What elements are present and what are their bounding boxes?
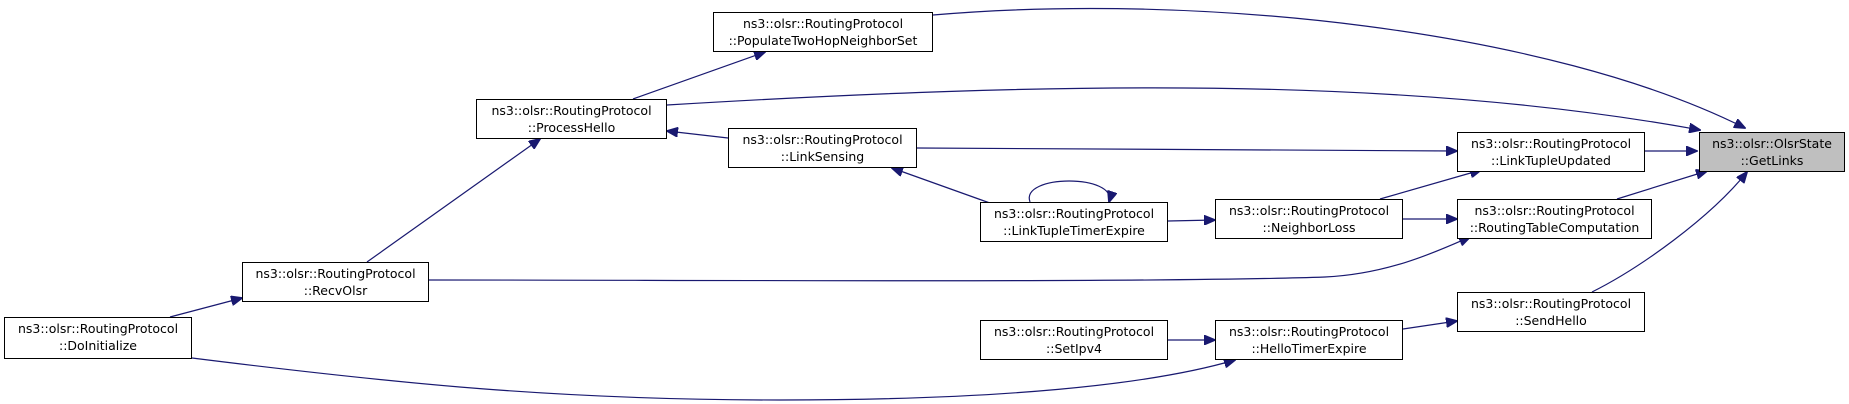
edge-linksensing-to-processhello — [667, 131, 729, 139]
node-line-1: ns3::olsr::RoutingProtocol — [742, 132, 903, 147]
edges — [169, 7, 1747, 401]
node-line-1: ns3::olsr::RoutingProtocol — [1470, 296, 1632, 311]
edge-recvolsr-to-processhello — [366, 139, 540, 263]
edge-hellotimer-to-sendhello — [1402, 321, 1457, 330]
node-line-1: ns3::olsr::RoutingProtocol — [255, 266, 416, 281]
node-line-1: ns3::olsr::RoutingProtocol — [491, 103, 652, 118]
node-line-2: ::PopulateTwoHopNeighborSet — [728, 33, 918, 48]
node-process-hello[interactable]: ns3::olsr::RoutingProtocol ::ProcessHell… — [476, 99, 667, 139]
node-line-2: ::SetIpv4 — [1046, 341, 1102, 356]
edge-linktupletimer-selfloop — [1028, 180, 1109, 202]
edge-populate-to-getlinks — [932, 7, 1745, 128]
node-line-1: ns3::olsr::RoutingProtocol — [17, 321, 179, 336]
node-line-2: ::RecvOlsr — [303, 283, 368, 298]
node-set-ipv4[interactable]: ns3::olsr::RoutingProtocol ::SetIpv4 — [980, 320, 1168, 360]
node-line-1: ns3::olsr::OlsrState — [1712, 136, 1832, 151]
node-line-1: ns3::olsr::RoutingProtocol — [1228, 324, 1390, 339]
edge-routingtable-to-getlinks — [1616, 171, 1707, 200]
node-line-2: ::HelloTimerExpire — [1251, 341, 1367, 356]
node-line-2: ::LinkTupleTimerExpire — [1003, 223, 1145, 238]
node-populate-two-hop-neighbor-set[interactable]: ns3::olsr::RoutingProtocol ::PopulateTwo… — [713, 12, 933, 52]
edge-processhello-to-populate — [632, 52, 765, 100]
node-line-1: ns3::olsr::RoutingProtocol — [1470, 136, 1632, 151]
node-line-1: ns3::olsr::RoutingProtocol — [1228, 203, 1390, 218]
node-hello-timer-expire[interactable]: ns3::olsr::RoutingProtocol ::HelloTimerE… — [1215, 320, 1403, 360]
node-do-initialize[interactable]: ns3::olsr::RoutingProtocol ::DoInitializ… — [4, 317, 192, 359]
node-line-2: ::ProcessHello — [527, 120, 616, 135]
node-line-2: ::LinkSensing — [780, 149, 865, 164]
node-line-2: ::LinkTupleUpdated — [1491, 153, 1611, 168]
node-line-2: ::RoutingTableComputation — [1469, 220, 1640, 235]
edge-recvolsr-to-routingtable — [428, 237, 1470, 282]
edge-linktupletimer-to-neighborloss — [1167, 220, 1215, 221]
node-neighbor-loss[interactable]: ns3::olsr::RoutingProtocol ::NeighborLos… — [1215, 199, 1403, 239]
node-line-2: ::DoInitialize — [58, 338, 137, 353]
node-send-hello[interactable]: ns3::olsr::RoutingProtocol ::SendHello — [1457, 292, 1645, 332]
edge-doinitialize-to-recvolsr — [169, 298, 242, 318]
node-line-1: ns3::olsr::RoutingProtocol — [1474, 203, 1635, 218]
node-olsrstate-getlinks[interactable]: ns3::olsr::OlsrState ::GetLinks — [1699, 132, 1845, 172]
edge-linksensing-to-linktupleupdated — [916, 148, 1457, 151]
node-line-1: ns3::olsr::RoutingProtocol — [993, 324, 1155, 339]
edge-doinitialize-to-hellotimer — [191, 357, 1235, 401]
node-link-sensing[interactable]: ns3::olsr::RoutingProtocol ::LinkSensing — [728, 128, 917, 168]
edge-neighborloss-to-linktupleupdated — [1379, 170, 1481, 200]
node-line-2: ::GetLinks — [1740, 153, 1804, 168]
node-routing-table-computation[interactable]: ns3::olsr::RoutingProtocol ::RoutingTabl… — [1457, 199, 1652, 239]
node-line-1: ns3::olsr::RoutingProtocol — [993, 206, 1155, 221]
node-line-2: ::NeighborLoss — [1262, 220, 1356, 235]
node-line-2: ::SendHello — [1515, 313, 1587, 328]
edge-sendhello-to-getlinks — [1591, 172, 1747, 293]
node-link-tuple-updated[interactable]: ns3::olsr::RoutingProtocol ::LinkTupleUp… — [1457, 132, 1645, 172]
node-line-1: ns3::olsr::RoutingProtocol — [742, 16, 904, 31]
node-recv-olsr[interactable]: ns3::olsr::RoutingProtocol ::RecvOlsr — [242, 262, 429, 302]
node-link-tuple-timer-expire[interactable]: ns3::olsr::RoutingProtocol ::LinkTupleTi… — [980, 202, 1168, 242]
edge-processhello-to-getlinks — [666, 87, 1700, 130]
edge-linktupletimer-to-linksensing — [892, 168, 1002, 208]
